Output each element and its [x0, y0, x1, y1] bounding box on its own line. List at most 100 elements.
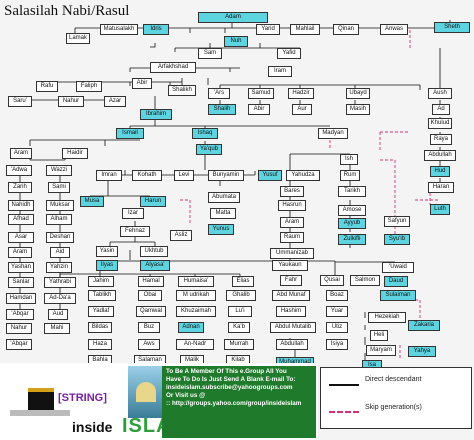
- node-abdmutalib: Abdul Mutalib: [270, 322, 316, 333]
- node-yadlaf: Yadlaf: [88, 306, 114, 317]
- node-sulaiman: Sulaiman: [380, 290, 416, 301]
- join-line-1: To Be A Member Of This e.Group All You: [166, 368, 287, 375]
- node-annadr: An-Nadr: [176, 339, 214, 350]
- node-levi: Levi: [174, 170, 194, 181]
- node-isiya: Isiya: [326, 339, 348, 350]
- node-fehnaz: Fehnaz: [120, 226, 150, 237]
- node-qusai: Qusai: [320, 275, 344, 286]
- group-url-link[interactable]: :: http://groups.yahoo.com/group/insidei…: [166, 400, 302, 407]
- node-hasrun: Hasrun: [278, 200, 306, 211]
- node-bildas: Bildas: [88, 322, 112, 333]
- node-nadrikah: M udrikah: [176, 290, 216, 301]
- node-imran: Imran: [96, 170, 122, 181]
- node-asliz: Asliz: [170, 230, 192, 241]
- node-ars: 'Ars: [208, 88, 230, 99]
- node-utiz: Utiz: [326, 322, 348, 333]
- node-raum: Raum: [280, 232, 304, 243]
- node-hezekiah: Hezekiah: [368, 312, 406, 323]
- node-abqar: 'Abqar: [6, 309, 34, 320]
- node-maryam: Maryam: [366, 345, 396, 356]
- node-syuib: Syu'ib: [384, 234, 410, 245]
- node-bares: Bares: [280, 186, 304, 197]
- node-harun: Harun: [140, 196, 166, 207]
- node-faliph: Faliph: [76, 81, 102, 92]
- node-rum: Rum: [340, 170, 360, 181]
- node-samud: Samud: [248, 88, 274, 99]
- mosque-image: [128, 366, 164, 418]
- legend-direct-label: Direct descendant: [365, 376, 422, 383]
- node-aid: Aid: [50, 247, 70, 258]
- kaaba-image: [28, 388, 54, 414]
- join-line-4: Or Visit us @: [166, 392, 206, 399]
- node-qamwal: Qamwal: [136, 306, 166, 317]
- node-matusalakh: Matusalakh: [100, 24, 138, 35]
- node-bunyamin: Bunyamin: [208, 170, 244, 181]
- node-mahlail: Mahlail: [290, 24, 320, 35]
- node-ismail: Ismail: [116, 128, 144, 139]
- node-yasin: Yasin: [96, 246, 118, 257]
- node-nuh: Nuh: [224, 36, 248, 47]
- node-ummanizab: Ummanizab: [270, 248, 314, 259]
- node-lamak: Lamak: [66, 33, 90, 44]
- node-izar: Izar: [122, 208, 144, 219]
- node-yathrabi: Yathrabi: [44, 277, 76, 288]
- node-azar: Azar: [104, 96, 126, 107]
- node-zarih: Zarih: [8, 182, 32, 193]
- join-line-2: Have To Do Is Just Send A Blank E-mail T…: [166, 376, 296, 383]
- string-label: [STRING]: [58, 392, 107, 404]
- node-ayyub: Ayyub: [338, 218, 366, 229]
- node-haidir: Haidir: [62, 148, 88, 159]
- join-info-box: To Be A Member Of This e.Group All You H…: [162, 366, 316, 438]
- node-muksar: Muksar: [46, 200, 74, 211]
- node-tarikh: Tarikh: [338, 186, 366, 197]
- node-ad: Ad: [432, 104, 450, 115]
- node-amose: Amose: [338, 205, 366, 216]
- node-yahudza: Yahudza: [286, 170, 320, 181]
- node-safyun: Safyun: [384, 216, 410, 227]
- node-adnan: Adnan: [178, 322, 204, 333]
- node-matta: Matta: [210, 208, 236, 219]
- node-yusuf: Yusuf: [258, 170, 282, 181]
- node-tablikh: Tablikh: [88, 290, 116, 301]
- node-humaisa: Humaisa': [178, 276, 214, 287]
- node-zulkifli: Zulkifli: [338, 234, 366, 245]
- node-deshan: Deshan: [46, 232, 74, 243]
- node-kaab: Ka'b: [228, 322, 250, 333]
- kaaba-base-image: [10, 410, 70, 416]
- node-ubayd: Ubayd: [346, 88, 370, 99]
- node-mahi: Mahi: [44, 323, 70, 334]
- node-hashim: Hashim: [276, 306, 306, 317]
- node-luth: Luth: [430, 204, 450, 215]
- node-aram2: Aram: [280, 217, 304, 228]
- node-adwa: 'Adwa: [6, 165, 32, 176]
- legend-dashed-line: [329, 411, 359, 413]
- node-yuar: Yuar: [326, 306, 348, 317]
- node-khulud: Khulud: [428, 118, 452, 129]
- node-aram3: Aram: [8, 247, 32, 258]
- node-hamdan: Hamdan: [6, 293, 36, 304]
- node-aur: Aur: [292, 104, 312, 115]
- node-adam: Adam: [198, 12, 268, 23]
- node-sheth: Sheth: [434, 22, 470, 33]
- subscribe-email-link[interactable]: insideislam.subscribe@yahoogroups.com: [166, 384, 293, 391]
- node-ishaq: Ishaq: [192, 128, 218, 139]
- node-yunus: Yunus: [208, 224, 234, 235]
- node-nahidh: Nahidh: [8, 200, 34, 211]
- node-buz: Buz: [138, 322, 160, 333]
- node-masih: Masih: [346, 104, 370, 115]
- node-abdullah2: Abdullah: [276, 339, 308, 350]
- node-shalikh: Shalikh: [168, 85, 196, 96]
- page-title: Salasilah Nabi/Rasul: [4, 3, 130, 19]
- node-ukhtub: Ukhtub: [140, 246, 168, 257]
- node-yashan: Yashan: [8, 262, 34, 273]
- node-boaz: Boaz: [326, 290, 348, 301]
- node-wazzi: Wazzi: [46, 165, 72, 176]
- node-nahur2: Nahur: [6, 323, 32, 334]
- node-obai: Obai: [138, 290, 162, 301]
- node-rafu: Rafu: [36, 81, 58, 92]
- node-murrah: Murrah: [224, 339, 254, 350]
- node-hud: Hud: [430, 166, 450, 177]
- node-yahya: Yahya: [408, 346, 436, 357]
- node-alyasa: Alyasa': [140, 260, 170, 271]
- node-abumata: Abumata: [208, 192, 240, 203]
